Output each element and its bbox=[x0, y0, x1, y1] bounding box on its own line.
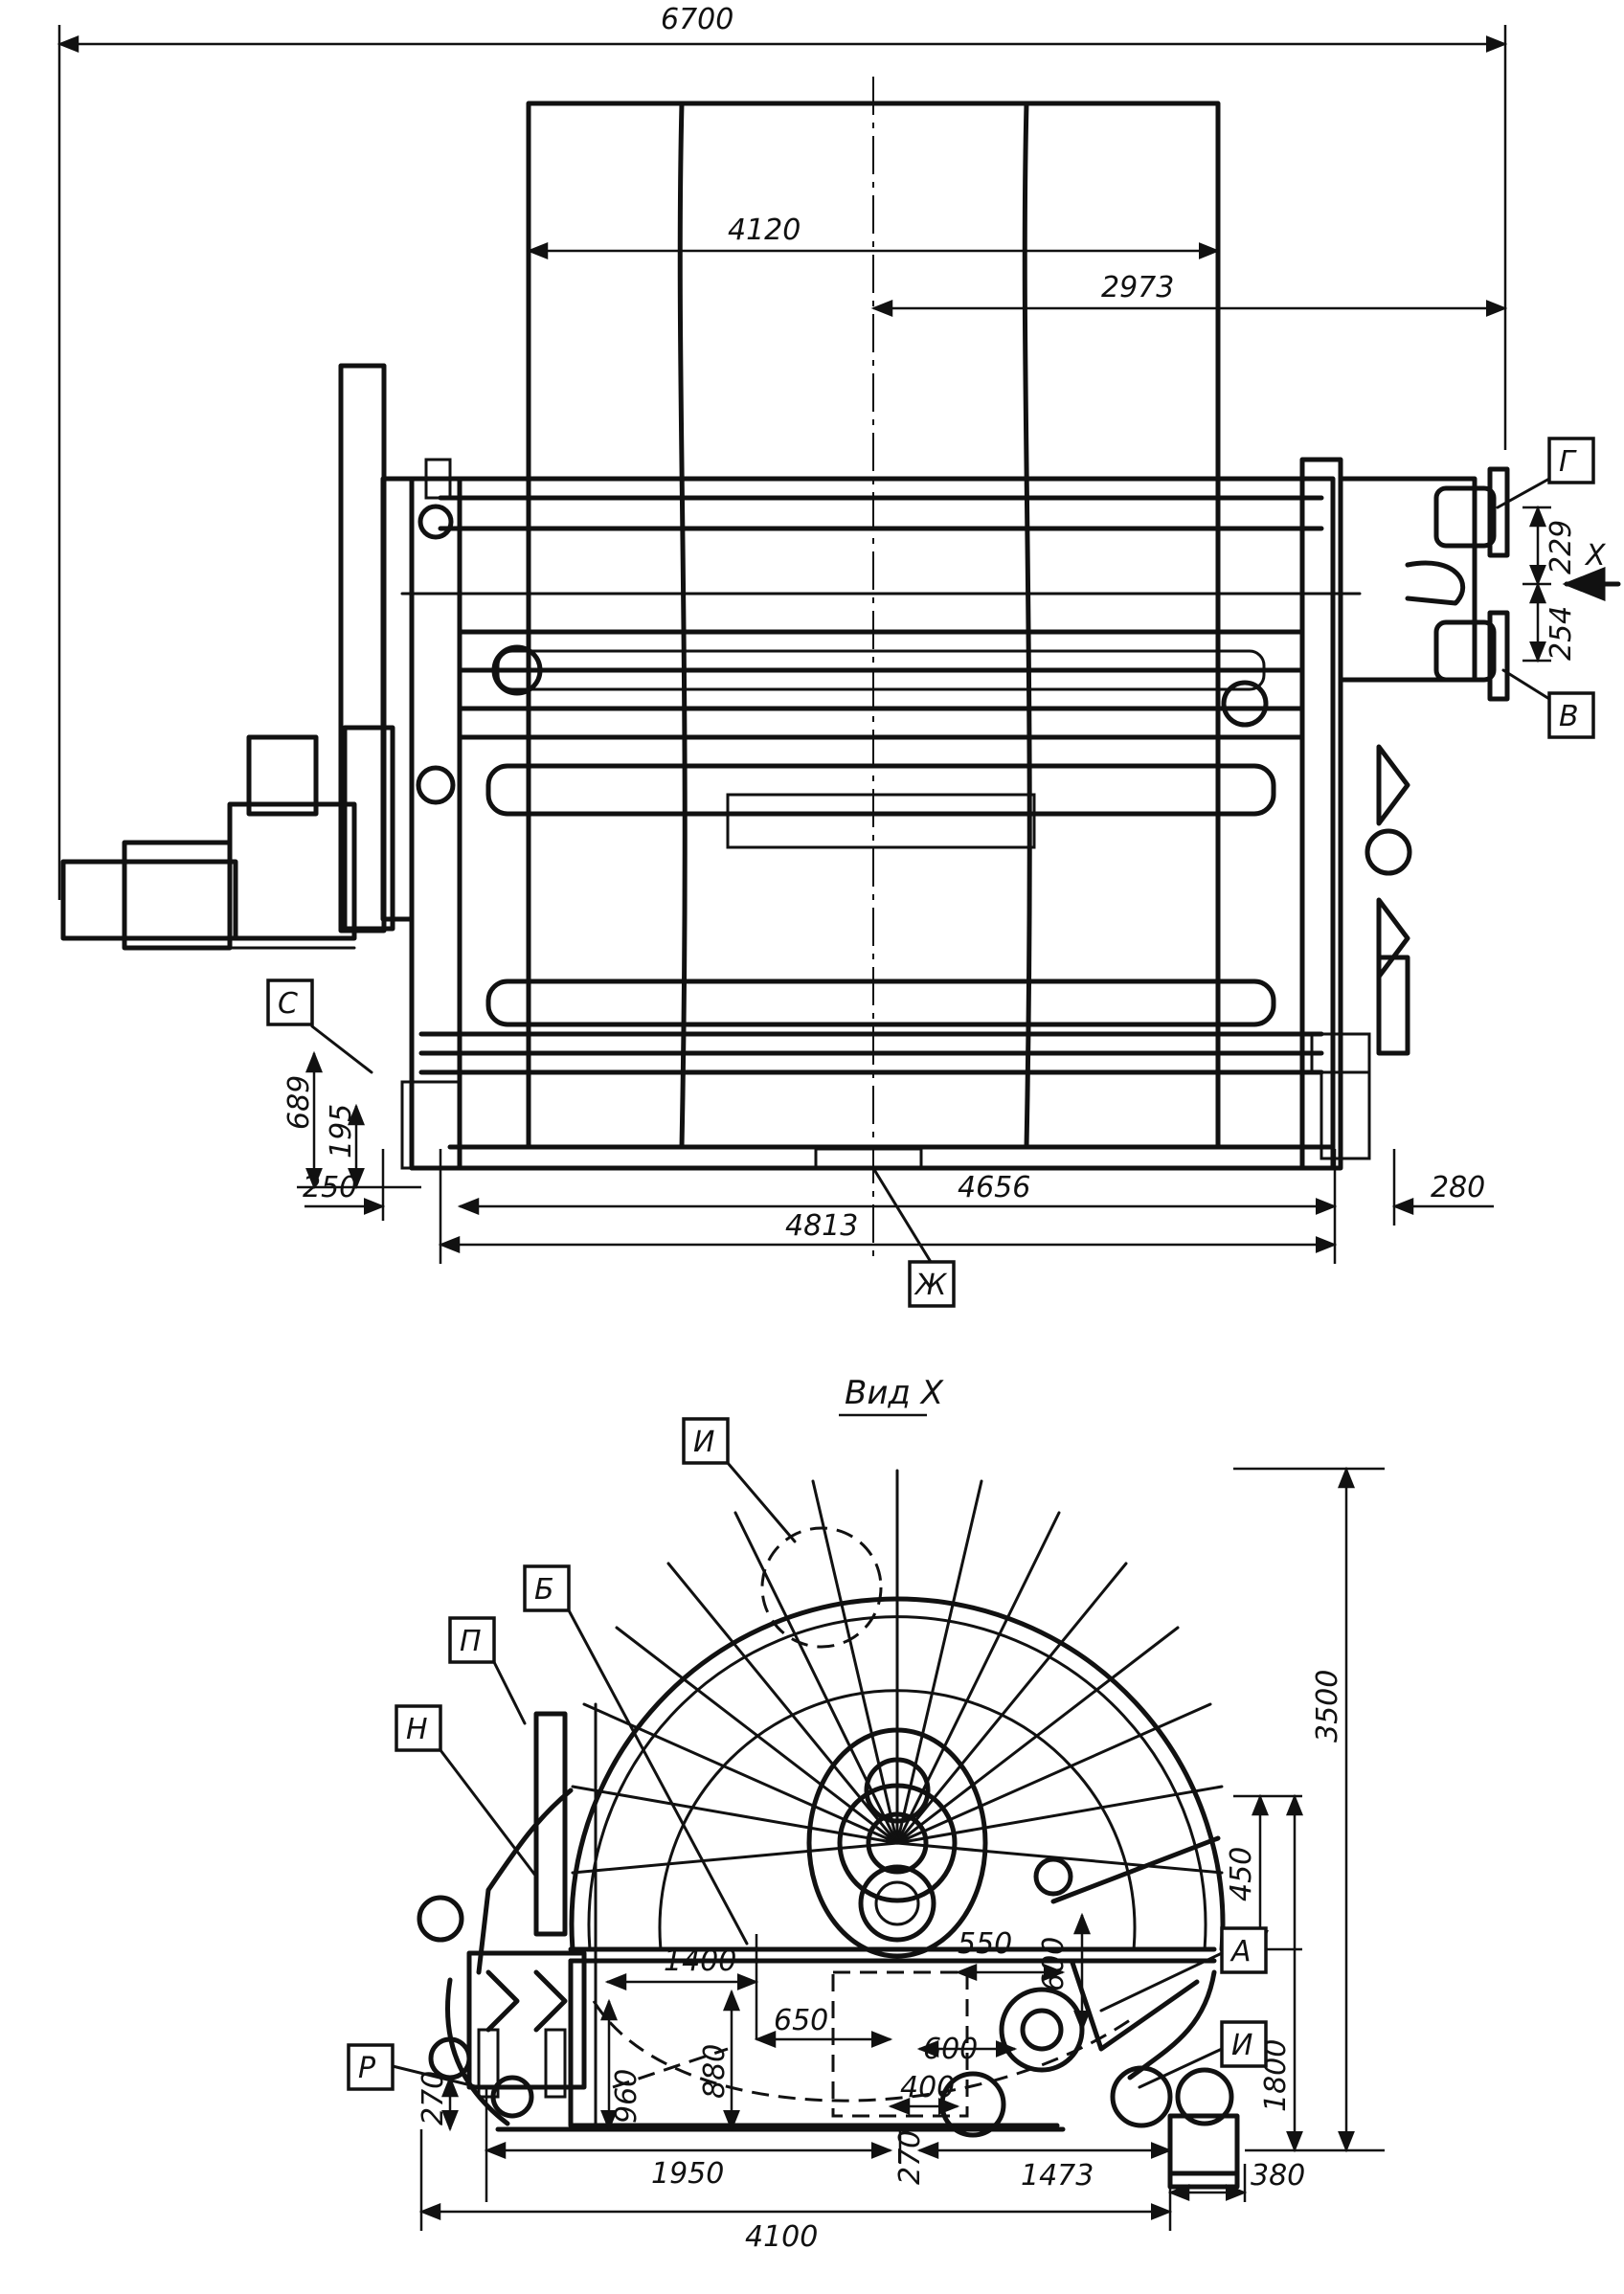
dim-label-195: 195 bbox=[325, 1104, 358, 1158]
label-b-text: Б bbox=[534, 1573, 554, 1607]
dim-label-400: 400 bbox=[900, 2071, 955, 2104]
label-i-top: И bbox=[682, 1417, 797, 1543]
dim-label-4100: 4100 bbox=[745, 2220, 818, 2254]
machine-frame bbox=[400, 457, 1371, 1171]
dim-label-254: 254 bbox=[1545, 606, 1578, 661]
label-i-top-text: И bbox=[693, 1426, 714, 1459]
dim-bottom-lengths: 250 4656 280 4813 bbox=[303, 1149, 1494, 1264]
dim-label-280: 280 bbox=[1431, 1171, 1485, 1204]
label-a-text: А bbox=[1229, 1935, 1252, 1968]
label-g-text: Г bbox=[1559, 445, 1577, 479]
label-zh-text: Ж bbox=[914, 1269, 948, 1302]
label-n-text: Н bbox=[406, 1713, 428, 1746]
top-view-plan: 6700 4120 2973 bbox=[56, 3, 1621, 1308]
dim-label-689: 689 bbox=[282, 1075, 316, 1130]
dim-label-250: 250 bbox=[303, 1171, 357, 1204]
dim-label-600-a: 600 bbox=[1037, 1937, 1071, 1991]
label-p-text: П bbox=[460, 1625, 482, 1658]
dim-label-270-mid: 270 bbox=[893, 2130, 927, 2185]
side-view-x: Вид X bbox=[347, 1374, 1385, 2254]
dim-label-880: 880 bbox=[698, 2044, 732, 2099]
view-arrow-x: X bbox=[1562, 539, 1621, 601]
dim-label-650-low: 650 bbox=[774, 2004, 828, 2037]
dim-label-2973: 2973 bbox=[1101, 271, 1174, 304]
label-b: Б bbox=[523, 1564, 749, 1945]
dim-label-1400: 1400 bbox=[664, 1945, 736, 1978]
dim-label-600-b: 600 bbox=[923, 2033, 978, 2066]
dim-label-1950: 1950 bbox=[651, 2157, 724, 2191]
interior-dimensions: 1400 650 400 550 600 600 880 960 bbox=[600, 1912, 1091, 2132]
dim-label-3500: 3500 bbox=[1311, 1670, 1344, 1743]
dim-label-450: 450 bbox=[1225, 1847, 1258, 1901]
wheel-spokes bbox=[571, 1469, 1224, 1875]
label-c-text: С bbox=[278, 987, 298, 1021]
label-r-text: Р bbox=[358, 2052, 376, 2085]
dim-label-1473: 1473 bbox=[1021, 2159, 1094, 2193]
label-p: П bbox=[448, 1616, 527, 1725]
dim-label-4120: 4120 bbox=[728, 214, 801, 247]
dim-label-4813: 4813 bbox=[785, 1209, 858, 1243]
dim-label-229: 229 bbox=[1545, 520, 1578, 574]
height-dimensions-right: 3500 450 1800 bbox=[1225, 1466, 1385, 2153]
dim-label-6700: 6700 bbox=[661, 3, 733, 36]
dim-label-550: 550 bbox=[958, 1927, 1012, 1961]
rollers bbox=[485, 644, 1276, 1027]
label-i-bottom: И bbox=[1138, 2020, 1268, 2089]
large-drum-wheel bbox=[569, 1469, 1226, 1959]
label-r: Р bbox=[347, 2043, 481, 2091]
left-valve-assembly bbox=[417, 1702, 598, 2131]
dim-label-4656: 4656 bbox=[958, 1171, 1030, 1204]
dim-heights-left: 689 195 bbox=[282, 1050, 421, 1190]
dim-overall-length: 6700 bbox=[56, 3, 1508, 900]
dim-drum-width: 4120 bbox=[526, 214, 1221, 259]
dim-center-offset: 2973 bbox=[870, 271, 1508, 317]
label-v-text: В bbox=[1559, 700, 1579, 733]
dim-label-960: 960 bbox=[610, 2069, 643, 2124]
label-c: С bbox=[266, 978, 373, 1074]
bottom-dimensions: 270 1950 270 1473 4100 380 bbox=[417, 2071, 1305, 2254]
label-i-bottom-text: И bbox=[1231, 2029, 1252, 2062]
pipe-connections-right bbox=[1310, 466, 1510, 1074]
label-a: А bbox=[1099, 1926, 1268, 2013]
dim-pipe-spacings: 229 254 bbox=[1522, 505, 1578, 663]
view-title: Вид X bbox=[845, 1374, 944, 1412]
view-arrow-label: X bbox=[1584, 539, 1607, 573]
label-g: Г bbox=[1496, 437, 1595, 509]
dim-label-380: 380 bbox=[1251, 2159, 1305, 2193]
label-v: В bbox=[1501, 668, 1595, 739]
label-n: Н bbox=[395, 1704, 538, 1878]
drive-unit-left bbox=[60, 363, 456, 951]
